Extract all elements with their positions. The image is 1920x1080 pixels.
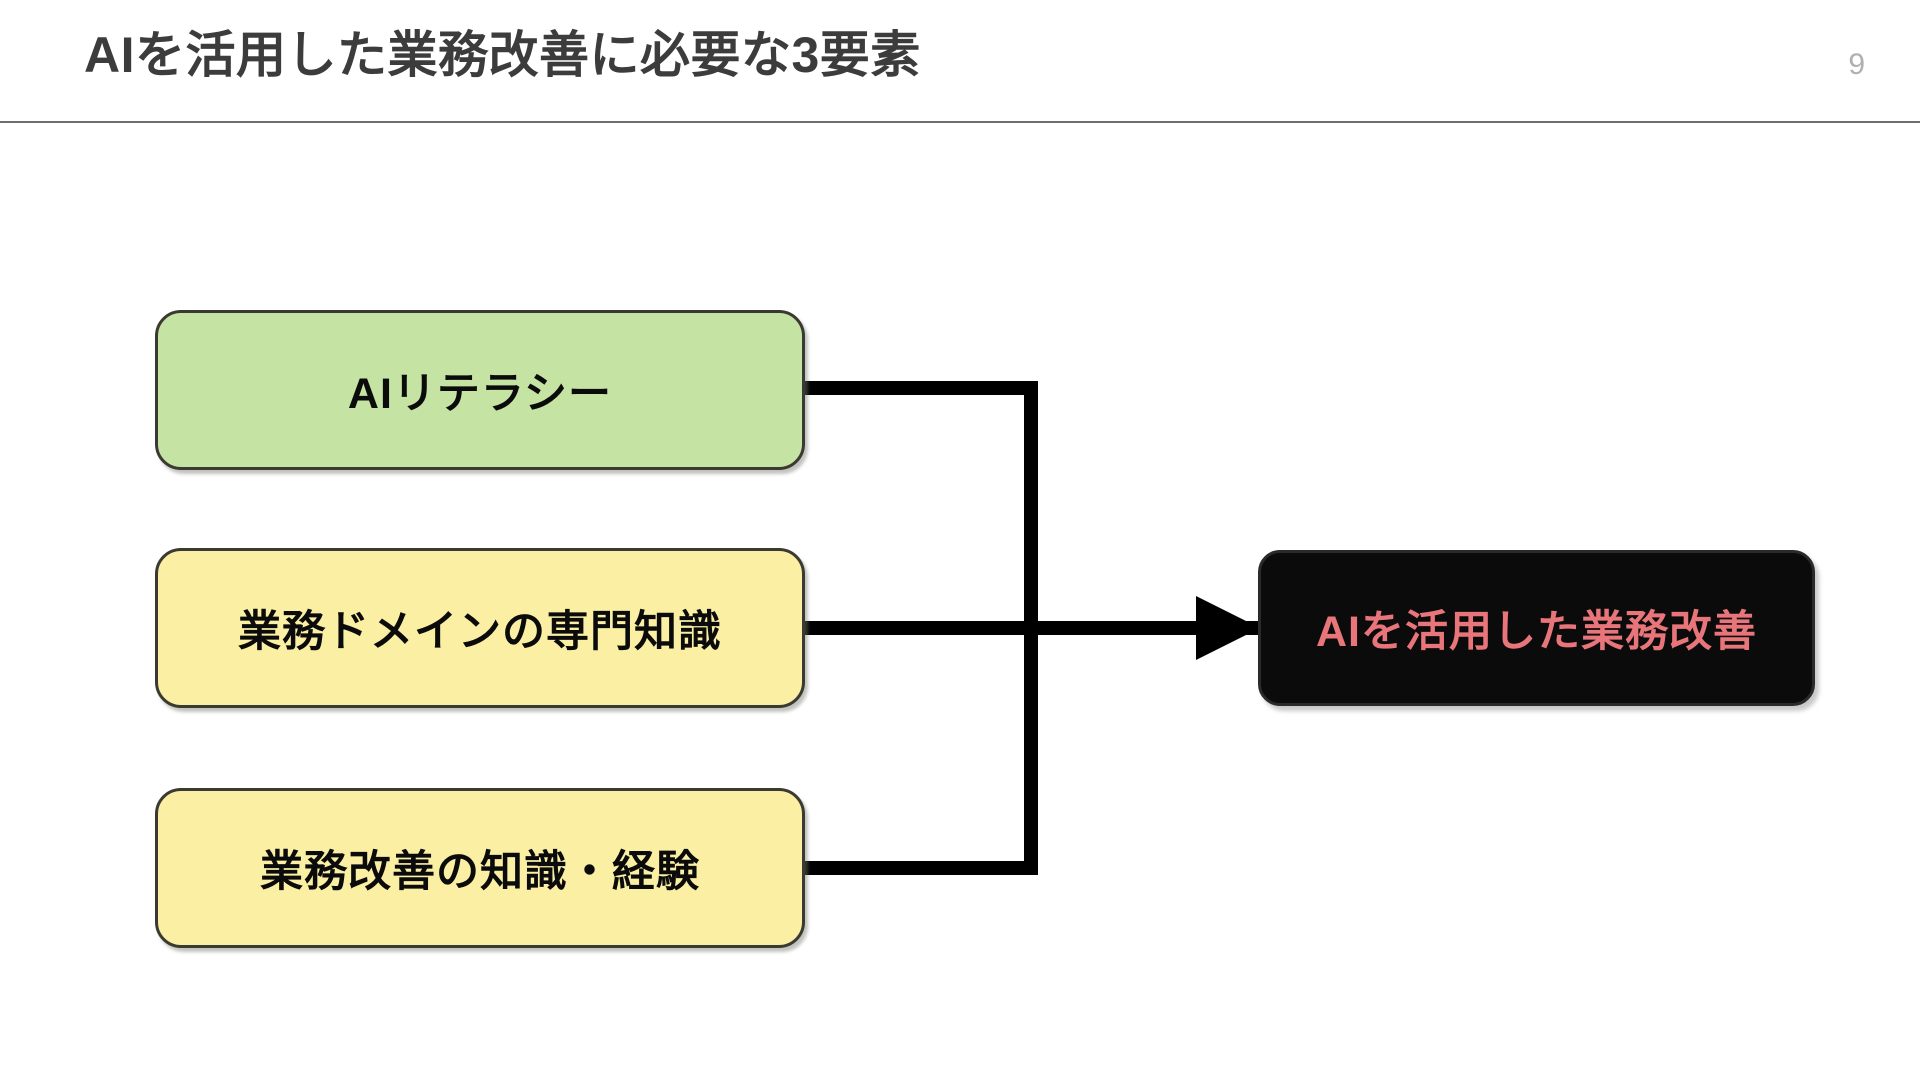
box-improvement-knowledge-experience[interactable]: 業務改善の知識・経験 <box>155 788 805 948</box>
box-ai-driven-business-improvement[interactable]: AIを活用した業務改善 <box>1258 550 1815 706</box>
box-ai-literacy-label: AIリテラシー <box>347 370 613 418</box>
connector-line-improvement <box>802 861 1038 875</box>
box-improvement-knowledge-experience-label: 業務改善の知識・経験 <box>260 848 700 896</box>
box-ai-literacy[interactable]: AIリテラシー <box>155 310 805 470</box>
header-divider <box>0 121 1920 123</box>
arrowhead-icon <box>1196 596 1260 660</box>
box-business-domain-expertise-label: 業務ドメインの専門知識 <box>238 608 722 656</box>
page-number: 9 <box>1848 48 1865 81</box>
box-ai-driven-business-improvement-label: AIを活用した業務改善 <box>1316 608 1757 656</box>
connector-line-literacy <box>802 381 1038 395</box>
box-business-domain-expertise[interactable]: 業務ドメインの専門知識 <box>155 548 805 708</box>
connector-trunk-vertical <box>1024 381 1038 875</box>
page-title: AIを活用した業務改善に必要な3要素 <box>84 27 921 83</box>
